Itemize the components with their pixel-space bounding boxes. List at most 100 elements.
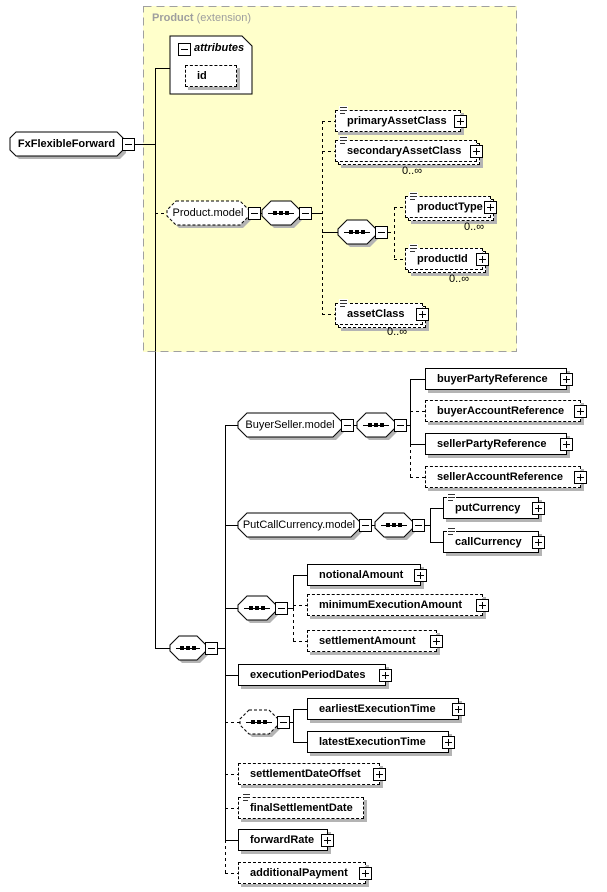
element-label-id: id	[197, 70, 207, 82]
collapse-icon-Product-model[interactable]	[248, 207, 261, 220]
expand-icon-buyerPartyReference[interactable]	[560, 373, 573, 386]
element-label-secondaryAssetClass: secondaryAssetClass	[347, 145, 462, 157]
element-label-putCurrency: putCurrency	[455, 502, 521, 514]
product-extension-title: Product (extension)	[152, 12, 251, 24]
element-label-latestExecutionTime: latestExecutionTime	[319, 736, 426, 748]
annotation-icon	[409, 244, 418, 254]
element-label-additionalPayment: additionalPayment	[250, 867, 348, 879]
model-group-BuyerSeller-model[interactable]	[237, 412, 348, 443]
element-additionalPayment[interactable]: additionalPayment	[238, 862, 366, 884]
annotation-icon	[339, 136, 348, 146]
element-earliestExecutionTime[interactable]: earliestExecutionTime	[307, 698, 459, 720]
annotation-icon	[447, 493, 456, 503]
sequence-compositor-icon[interactable]	[239, 709, 284, 740]
element-label-settlementDateOffset: settlementDateOffset	[250, 768, 361, 780]
extension-title-bold: Product	[152, 12, 194, 24]
element-label-callCurrency: callCurrency	[455, 536, 522, 548]
expand-icon-settlementDateOffset[interactable]	[373, 768, 386, 781]
element-sellerAccountReference[interactable]: sellerAccountReference	[425, 466, 581, 488]
model-group-Product-model[interactable]	[166, 200, 255, 231]
expand-icon-settlementAmount[interactable]	[430, 635, 443, 648]
element-putCurrency[interactable]: putCurrency	[443, 493, 539, 519]
expand-icon-executionPeriodDates[interactable]	[379, 669, 392, 682]
element-label-sellerPartyReference: sellerPartyReference	[437, 438, 547, 450]
element-notionalAmount[interactable]: notionalAmount	[307, 564, 421, 586]
occurrence-label: 0..∞	[464, 221, 485, 233]
element-forwardRate[interactable]: forwardRate	[238, 829, 328, 851]
collapse-icon-attributes[interactable]	[178, 43, 191, 56]
element-buyerAccountReference[interactable]: buyerAccountReference	[425, 400, 581, 422]
collapse-icon-sequence-19[interactable]	[412, 519, 425, 532]
expand-icon-buyerAccountReference[interactable]	[574, 405, 587, 418]
expand-icon-latestExecutionTime[interactable]	[442, 736, 455, 749]
element-productId[interactable]: productId	[405, 244, 483, 270]
element-sellerPartyReference[interactable]: sellerPartyReference	[425, 433, 567, 455]
expand-icon-callCurrency[interactable]	[532, 536, 545, 549]
sequence-compositor-icon[interactable]	[337, 219, 382, 250]
collapse-icon-BuyerSeller-model[interactable]	[341, 419, 354, 432]
element-callCurrency[interactable]: callCurrency	[443, 527, 539, 553]
extension-border	[142, 5, 518, 353]
element-secondaryAssetClass[interactable]: secondaryAssetClass	[335, 136, 477, 162]
collapse-icon-sequence-4[interactable]	[299, 207, 312, 220]
occurrence-label: 0..∞	[387, 326, 408, 338]
element-id[interactable]: id	[185, 65, 237, 87]
annotation-icon	[409, 192, 418, 202]
element-label-settlementAmount: settlementAmount	[319, 635, 416, 647]
expand-icon-productId[interactable]	[476, 253, 489, 266]
model-group-PutCallCurrency-model[interactable]	[237, 512, 366, 543]
element-productType[interactable]: productType	[405, 192, 491, 218]
element-latestExecutionTime[interactable]: latestExecutionTime	[307, 731, 449, 753]
element-finalSettlementDate[interactable]: finalSettlementDate	[238, 793, 364, 819]
element-label-notionalAmount: notionalAmount	[319, 569, 404, 581]
element-label-earliestExecutionTime: earliestExecutionTime	[319, 703, 436, 715]
annotation-icon	[339, 299, 348, 309]
sequence-compositor-icon[interactable]	[261, 200, 306, 231]
element-assetClass[interactable]: assetClass	[335, 299, 423, 325]
sequence-compositor-icon[interactable]	[237, 595, 282, 626]
element-label-primaryAssetClass: primaryAssetClass	[347, 115, 447, 127]
element-executionPeriodDates[interactable]: executionPeriodDates	[238, 664, 386, 686]
element-label-assetClass: assetClass	[347, 308, 405, 320]
expand-icon-secondaryAssetClass[interactable]	[470, 145, 483, 158]
element-label-executionPeriodDates: executionPeriodDates	[250, 669, 366, 681]
expand-icon-assetClass[interactable]	[416, 308, 429, 321]
element-label-buyerPartyReference: buyerPartyReference	[437, 373, 548, 385]
collapse-icon-sequence-11[interactable]	[205, 642, 218, 655]
expand-icon-putCurrency[interactable]	[532, 502, 545, 515]
element-minimumExecutionAmount[interactable]: minimumExecutionAmount	[307, 594, 483, 616]
element-FxFlexibleForward[interactable]	[9, 131, 129, 162]
sequence-compositor-icon[interactable]	[169, 635, 212, 666]
sequence-compositor-icon[interactable]	[356, 412, 401, 443]
collapse-icon-sequence-27[interactable]	[277, 716, 290, 729]
element-settlementAmount[interactable]: settlementAmount	[307, 630, 437, 652]
annotation-icon	[447, 527, 456, 537]
expand-icon-forwardRate[interactable]	[321, 834, 334, 847]
collapse-icon-sequence-7[interactable]	[375, 226, 388, 239]
element-label-forwardRate: forwardRate	[250, 834, 315, 846]
sequence-compositor-icon[interactable]	[374, 512, 419, 543]
annotation-icon	[339, 106, 348, 116]
expand-icon-minimumExecutionAmount[interactable]	[476, 599, 489, 612]
collapse-icon-sequence-22[interactable]	[275, 602, 288, 615]
collapse-icon-FxFlexibleForward[interactable]	[122, 138, 135, 151]
expand-icon-notionalAmount[interactable]	[414, 569, 427, 582]
element-settlementDateOffset[interactable]: settlementDateOffset	[238, 763, 380, 785]
expand-icon-additionalPayment[interactable]	[359, 867, 372, 880]
element-label-finalSettlementDate: finalSettlementDate	[250, 802, 353, 814]
annotation-icon	[242, 793, 251, 803]
extension-title-rest: (extension)	[193, 12, 252, 24]
occurrence-label: 0..∞	[449, 273, 470, 285]
expand-icon-sellerAccountReference[interactable]	[574, 471, 587, 484]
collapse-icon-sequence-13[interactable]	[394, 419, 407, 432]
expand-icon-earliestExecutionTime[interactable]	[452, 703, 465, 716]
element-buyerPartyReference[interactable]: buyerPartyReference	[425, 368, 567, 390]
expand-icon-productType[interactable]	[484, 201, 497, 214]
occurrence-label: 0..∞	[402, 165, 423, 177]
element-primaryAssetClass[interactable]: primaryAssetClass	[335, 106, 461, 132]
collapse-icon-PutCallCurrency-model[interactable]	[359, 519, 372, 532]
expand-icon-primaryAssetClass[interactable]	[454, 115, 467, 128]
expand-icon-sellerPartyReference[interactable]	[560, 438, 573, 451]
